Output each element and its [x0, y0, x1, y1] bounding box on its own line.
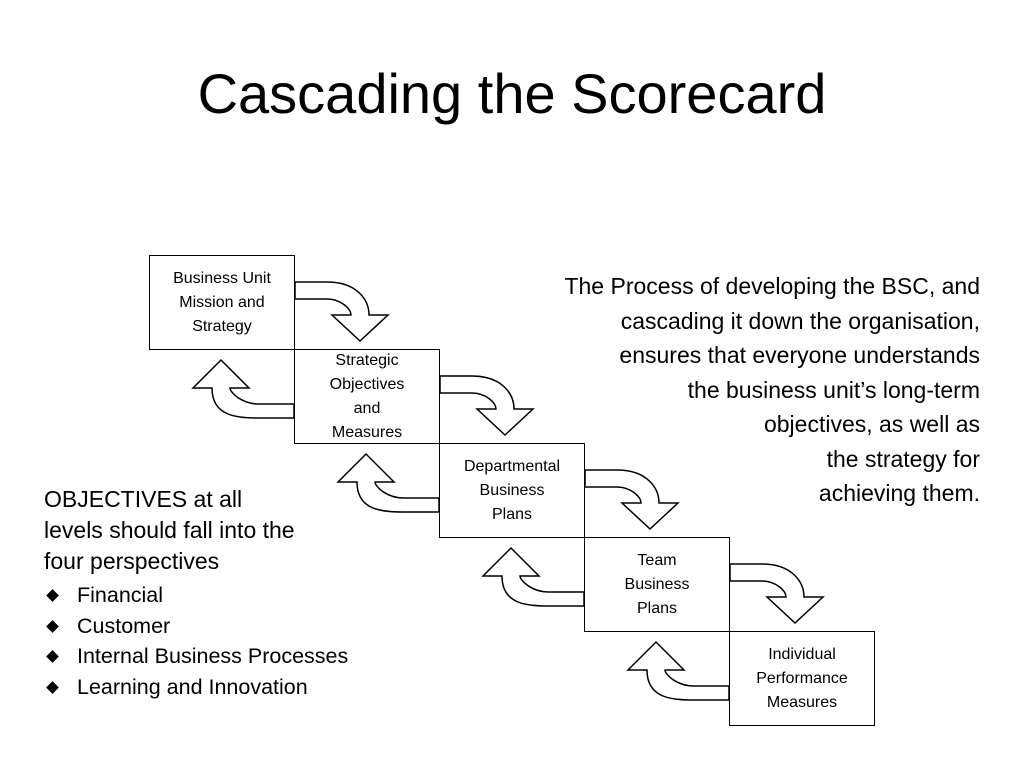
box-team-plans-label: Team Business Plans	[624, 551, 690, 617]
list-item: Financial	[44, 580, 374, 611]
box-business-unit-mission-label: Business Unit Mission and Strategy	[173, 269, 271, 335]
list-item: Learning and Innovation	[44, 672, 374, 703]
curved-down-arrow-icon	[729, 563, 825, 625]
list-item-label: Internal Business Processes	[77, 644, 349, 668]
box-team-plans: Team Business Plans	[584, 537, 730, 632]
page-title: Cascading the Scorecard	[197, 62, 827, 125]
list-item-label: Customer	[77, 613, 171, 638]
objectives-heading: OBJECTIVES at all levels should fall int…	[44, 486, 295, 574]
diamond-bullet-icon	[46, 680, 59, 694]
perspectives-list: Financial Customer Internal Business Pro…	[44, 580, 374, 702]
curved-up-arrow-icon	[481, 546, 585, 607]
list-item: Customer	[44, 611, 374, 642]
objectives-panel: OBJECTIVES at all levels should fall int…	[44, 484, 374, 702]
curved-up-arrow-icon	[626, 640, 730, 701]
curved-up-arrow-icon	[336, 452, 440, 513]
diamond-bullet-icon	[46, 650, 59, 663]
box-business-unit-mission: Business Unit Mission and Strategy	[149, 255, 295, 350]
curved-down-arrow-icon	[294, 281, 390, 343]
box-strategic-objectives-label: Strategic Objectives and Measures	[329, 351, 405, 441]
list-item-label: Learning and Innovation	[77, 674, 308, 699]
box-departmental-plans: Departmental Business Plans	[439, 443, 585, 538]
box-individual-performance-label: Individual Performance Measures	[756, 645, 848, 711]
curved-down-arrow-icon	[439, 375, 535, 437]
diamond-bullet-icon	[46, 589, 59, 602]
box-departmental-plans-label: Departmental Business Plans	[463, 457, 561, 523]
diamond-bullet-icon	[46, 619, 59, 633]
list-item-label: Financial	[77, 583, 164, 607]
curved-up-arrow-icon	[191, 358, 295, 419]
process-description: The Process of developing the BSC, and c…	[564, 273, 980, 506]
box-strategic-objectives: Strategic Objectives and Measures	[294, 349, 440, 444]
list-item: Internal Business Processes	[44, 641, 374, 672]
curved-down-arrow-icon	[584, 469, 680, 531]
box-individual-performance: Individual Performance Measures	[729, 631, 875, 726]
